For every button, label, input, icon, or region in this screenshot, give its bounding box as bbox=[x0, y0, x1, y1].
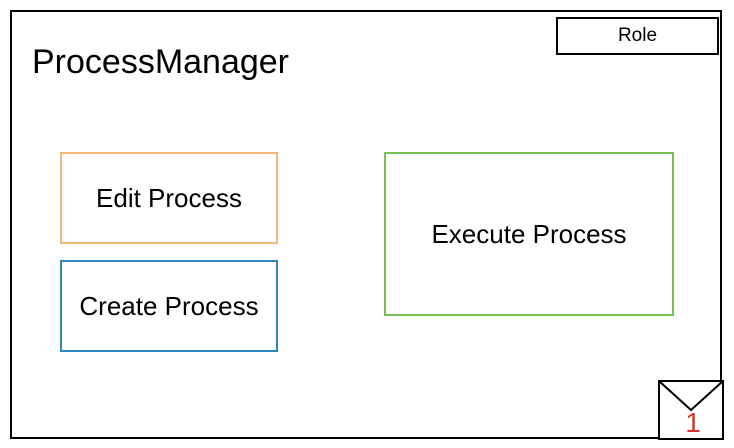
notifications-button[interactable]: 1 bbox=[658, 380, 724, 440]
create-process-button[interactable]: Create Process bbox=[60, 260, 278, 352]
notification-count-badge: 1 bbox=[685, 407, 701, 438]
mail-icon bbox=[658, 380, 724, 440]
role-button[interactable]: Role bbox=[556, 17, 719, 55]
edit-process-button[interactable]: Edit Process bbox=[60, 152, 278, 244]
page-title: ProcessManager bbox=[32, 43, 290, 81]
execute-process-button[interactable]: Execute Process bbox=[384, 152, 674, 316]
